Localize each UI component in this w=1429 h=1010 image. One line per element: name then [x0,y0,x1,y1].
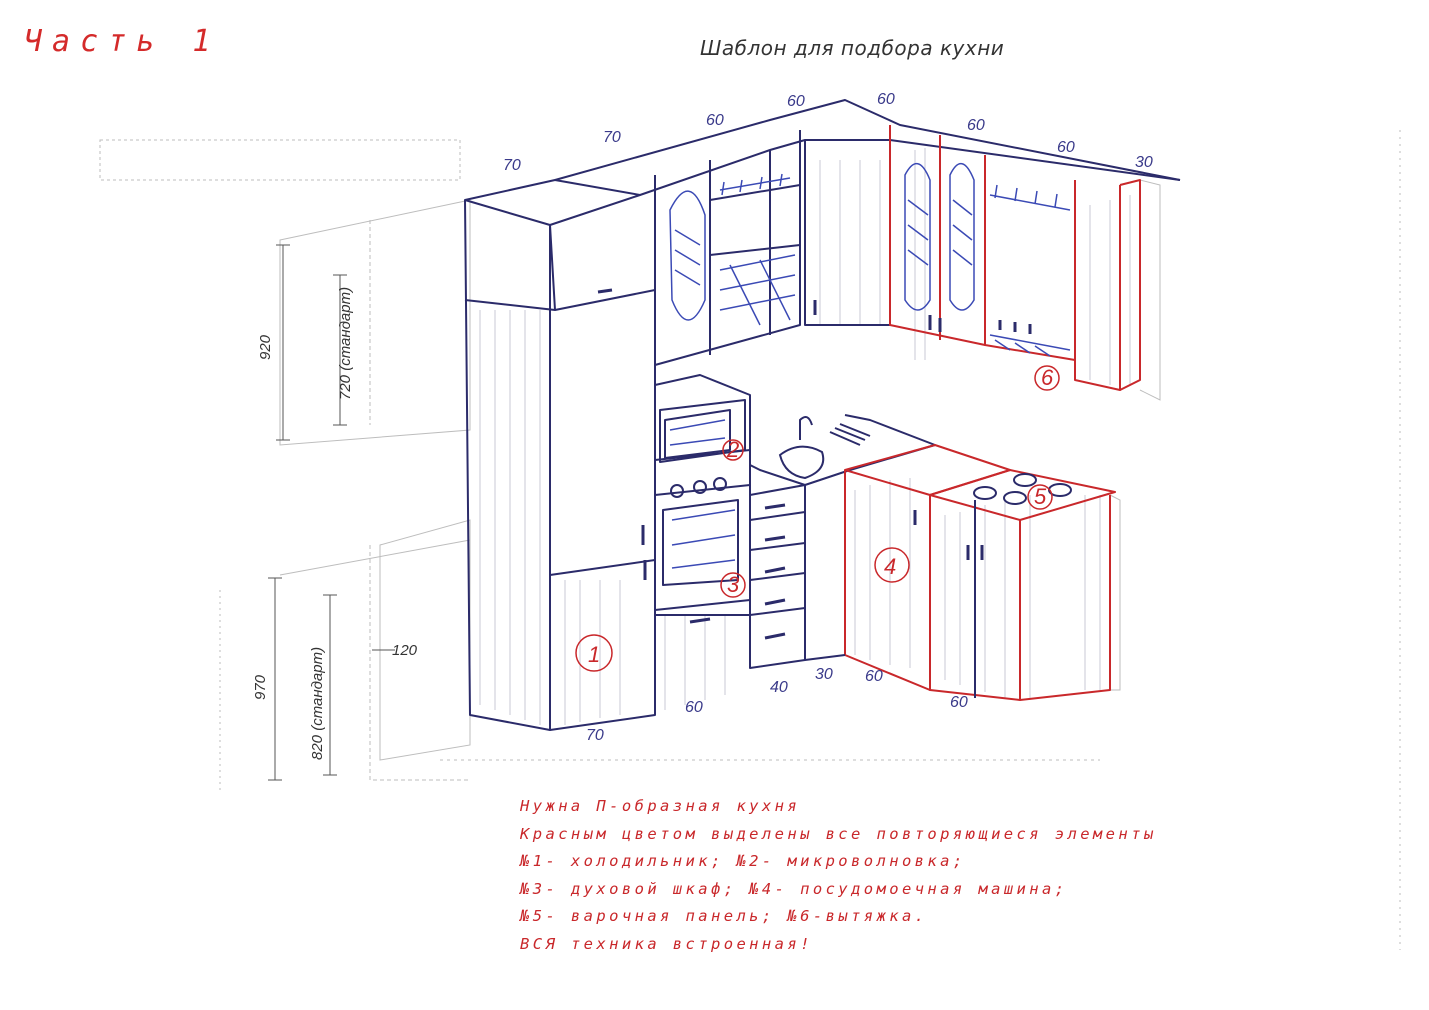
top-dimensions: 70 70 60 60 60 60 60 30 [503,91,1153,174]
glass-doors [669,163,1071,569]
dim-bottom-4: 30 [815,666,833,683]
dim-height-820: 820 (стандарт) [309,647,326,760]
handles [597,288,1032,640]
dim-height-920: 920 [257,334,274,360]
marker-6-circle [1034,365,1060,391]
marker-2: 2 [726,437,739,462]
dim-depth: 120 [392,642,418,659]
dim-bottom-3: 40 [770,679,788,696]
note-line-3: №1- холодильник; №2- микроволновка; [520,852,966,870]
dim-top-8: 30 [1135,154,1153,171]
bottom-dimensions: 70 60 40 30 60 60 [586,666,968,744]
dim-top-7: 60 [1057,139,1075,156]
sheet-title: Шаблон для подбора кухни [700,36,1005,60]
appliance-details [670,415,1072,505]
dim-top-2: 70 [603,129,621,146]
marker-1-circle [575,634,613,672]
dim-bottom-5: 60 [865,668,883,685]
marker-4: 4 [884,554,896,579]
marker-1: 1 [588,642,600,667]
marker-2-circle [722,439,744,461]
dim-bottom-6: 60 [950,694,968,711]
marker-5: 5 [1034,484,1047,509]
note-line-5: №5- варочная панель; №6-вытяжка. [520,907,928,925]
note-line-2: Красным цветом выделены все повторяющиес… [520,824,1157,843]
dim-bottom-2: 60 [685,699,703,716]
part-label: Часть 1 [24,24,221,59]
red-markers [575,365,1060,672]
dim-height-970: 970 [252,674,269,700]
dim-top-5: 60 [877,91,895,108]
marker-6: 6 [1041,365,1054,390]
background-template [99,130,1401,950]
dim-top-6: 60 [967,117,985,134]
dim-top-3: 60 [706,112,724,129]
marker-4-circle [874,547,910,583]
height-dimension-labels: 920 720 (стандарт) 970 820 (стандарт) 12… [252,287,418,760]
height-dimension-lines [268,244,395,781]
kitchen-outline [464,99,1181,731]
dim-top-4: 60 [787,93,805,110]
note-line-4: №3- духовой шкаф; №4- посудомоечная маши… [520,879,1068,898]
dim-bottom-1: 70 [586,727,604,744]
marker-5-circle [1027,484,1053,510]
requirements-note: Нужна П-образная кухня Красным цветом вы… [520,793,1157,958]
marker-3: 3 [727,572,740,597]
hatching [479,148,1131,725]
red-marker-labels: 1 2 3 4 5 6 [588,365,1054,667]
dim-height-720: 720 (стандарт) [337,287,354,400]
note-line-6: ВСЯ техника встроенная! [520,934,813,953]
note-line-1: Нужна П-образная кухня [520,797,801,815]
dim-top-1: 70 [503,157,521,174]
marker-3-circle [720,572,746,598]
